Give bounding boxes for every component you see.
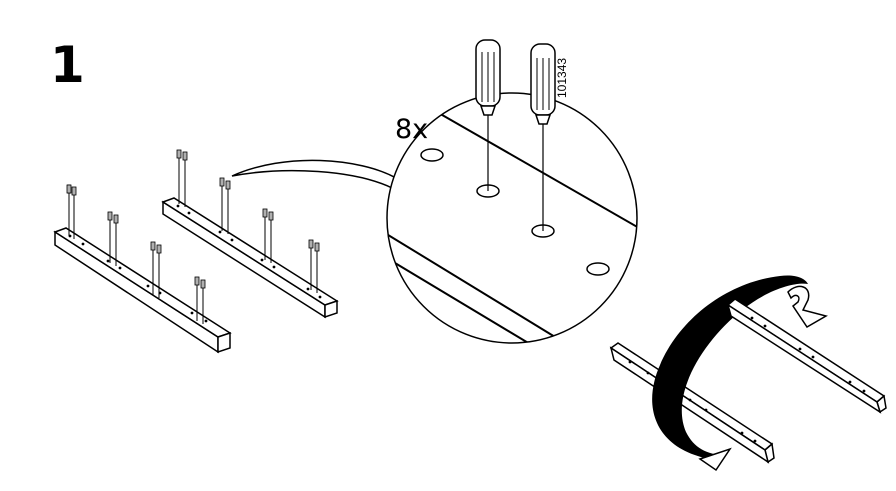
part-number-label: 101343 — [555, 57, 569, 98]
middle-rail — [161, 197, 339, 319]
dowel-icon — [475, 39, 501, 191]
middle-rail-holes — [176, 204, 322, 299]
left-rail — [53, 227, 232, 354]
flipped-rail-front — [609, 342, 775, 464]
flipped-rail-back-holes — [750, 316, 866, 393]
quantity-label: 8x — [395, 114, 429, 145]
middle-rail-dowels — [176, 149, 320, 293]
flipped-rail-front-holes — [628, 360, 757, 443]
flipped-rail-back — [726, 298, 887, 414]
callout-leader — [231, 159, 397, 190]
left-rail-holes — [68, 234, 208, 323]
zoom-detail — [386, 39, 638, 344]
left-rail-dowels — [66, 184, 206, 324]
flip-arrow-icon — [652, 275, 808, 472]
hole-icon — [420, 148, 444, 162]
dowel-icon — [530, 43, 556, 231]
step-number: 1 — [50, 36, 85, 94]
rotate-arrow-icon — [787, 285, 828, 329]
